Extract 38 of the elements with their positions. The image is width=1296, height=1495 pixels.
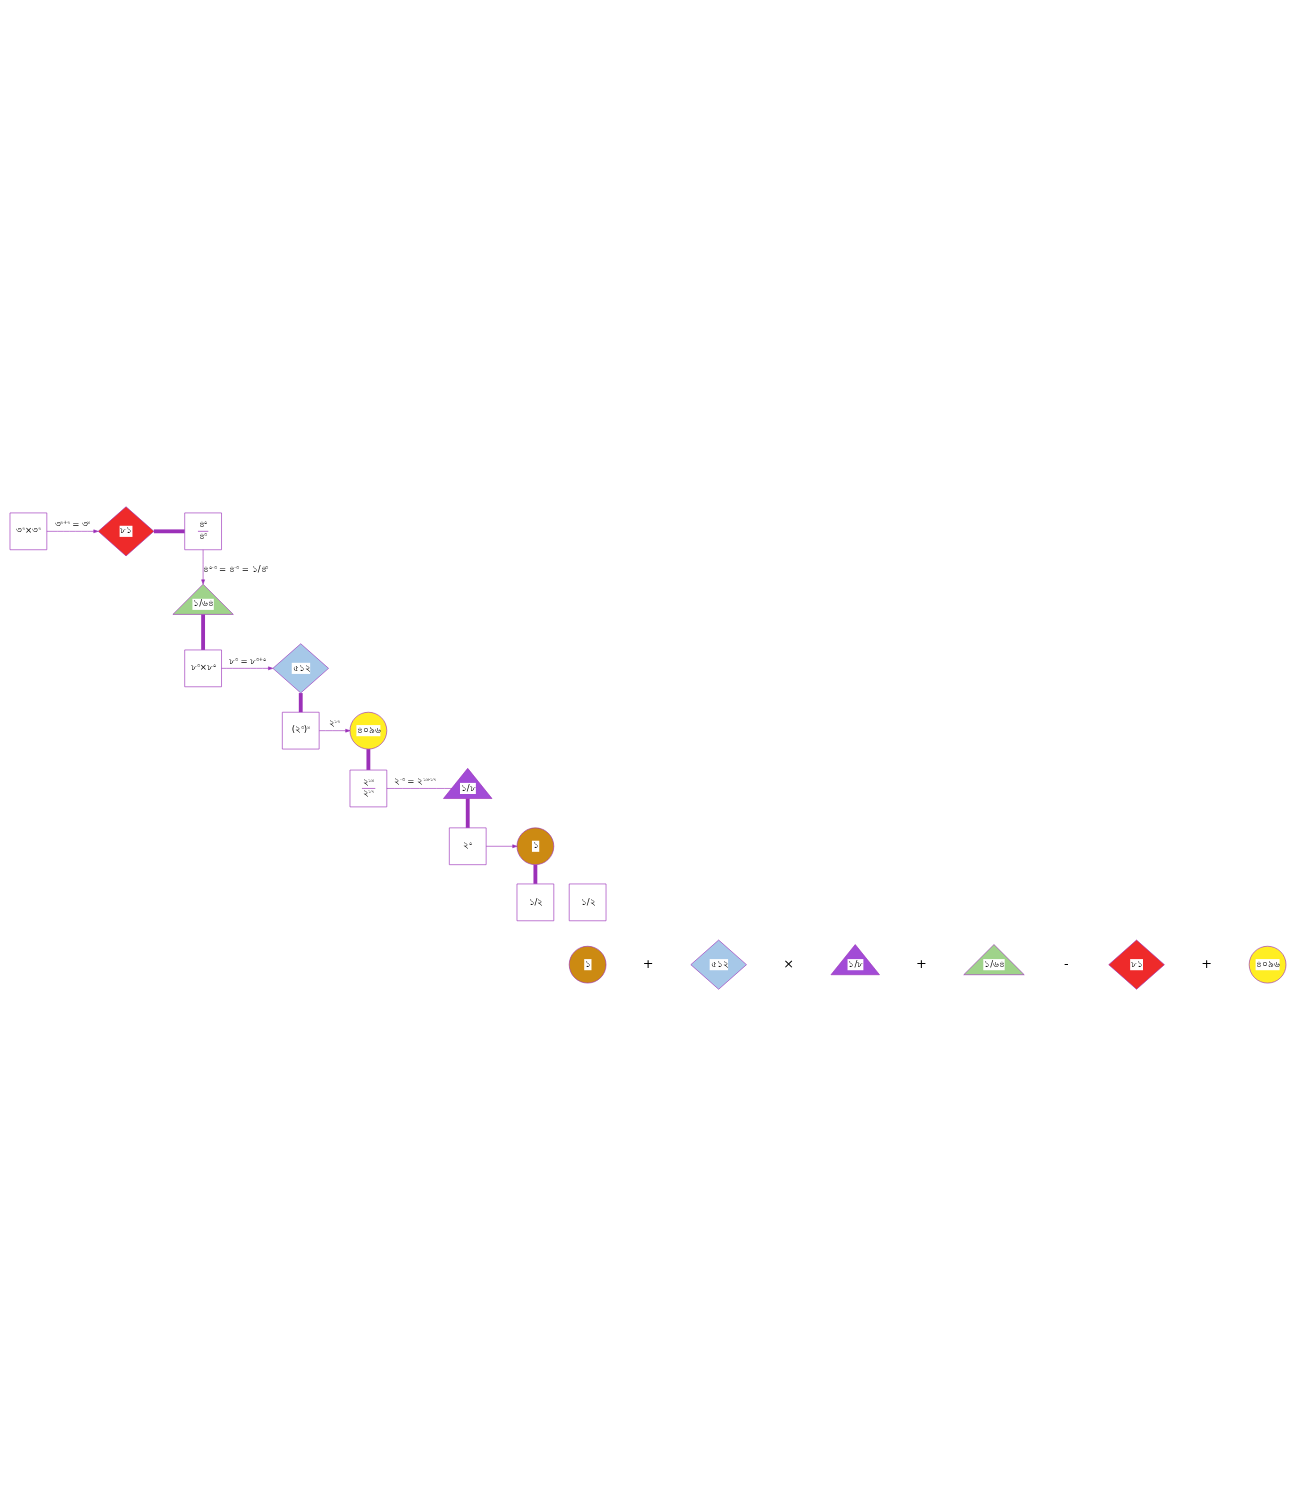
arrow xyxy=(318,728,351,732)
node-diamond: ৫১২ xyxy=(272,642,329,693)
node-box: ২$^{০}$ xyxy=(449,827,487,865)
node-circle: ১ xyxy=(516,827,555,865)
edge-label: ৩$^{২+২}$ = ৩$^{৪}$ xyxy=(54,518,91,529)
connector xyxy=(533,864,538,884)
arrow xyxy=(221,666,274,670)
connector xyxy=(153,528,185,533)
edge-label: ৪$^{০-৩}$ = ৪$^{-৩}$ = ১/৪$^{৩}$ xyxy=(203,563,269,574)
node-diamond: ৫১২ xyxy=(690,939,747,990)
node-diamond: ৮১ xyxy=(97,505,155,556)
node-box: ২$^{১৪}$ ২$^{১৭}$ xyxy=(349,769,388,807)
node-box: ১/২ xyxy=(516,883,555,921)
node-circle: ৪০৯৬ xyxy=(1248,945,1287,983)
arrow xyxy=(46,529,99,533)
node-box: (২$^{৩}$)$^{৪}$ xyxy=(282,711,320,749)
label: × xyxy=(783,955,795,971)
node-box: ৩$^{২}$×৩$^{২}$ xyxy=(9,512,48,550)
connector xyxy=(366,748,371,770)
connector xyxy=(298,692,303,712)
node-box: ৪$^{০}$ ৪$^{৩}$ xyxy=(184,512,222,550)
connector xyxy=(386,787,452,789)
node-box: ৮$^{৩}$×৮$^{০}$ xyxy=(184,649,222,687)
node-diamond: ৮১ xyxy=(1108,939,1165,990)
connector xyxy=(201,614,206,650)
label: + xyxy=(1201,955,1212,971)
arrow xyxy=(201,548,205,584)
connector xyxy=(465,798,470,828)
arrow xyxy=(485,843,518,848)
label: + xyxy=(916,955,927,971)
edge-label: ২$^{১২}$ xyxy=(328,717,341,728)
edge-label: ২$^{-৩}$ = ২$^{১৪-১৭}$ xyxy=(394,775,437,786)
label: - xyxy=(1063,955,1069,971)
node-circle: ১ xyxy=(568,945,607,983)
node-circle: ৪০৯৬ xyxy=(349,711,388,749)
edge-label: ৮$^{৩}$ = ৮$^{৩+০}$ xyxy=(229,655,267,666)
node-box: ১/২ xyxy=(568,883,607,921)
label: + xyxy=(642,955,654,971)
